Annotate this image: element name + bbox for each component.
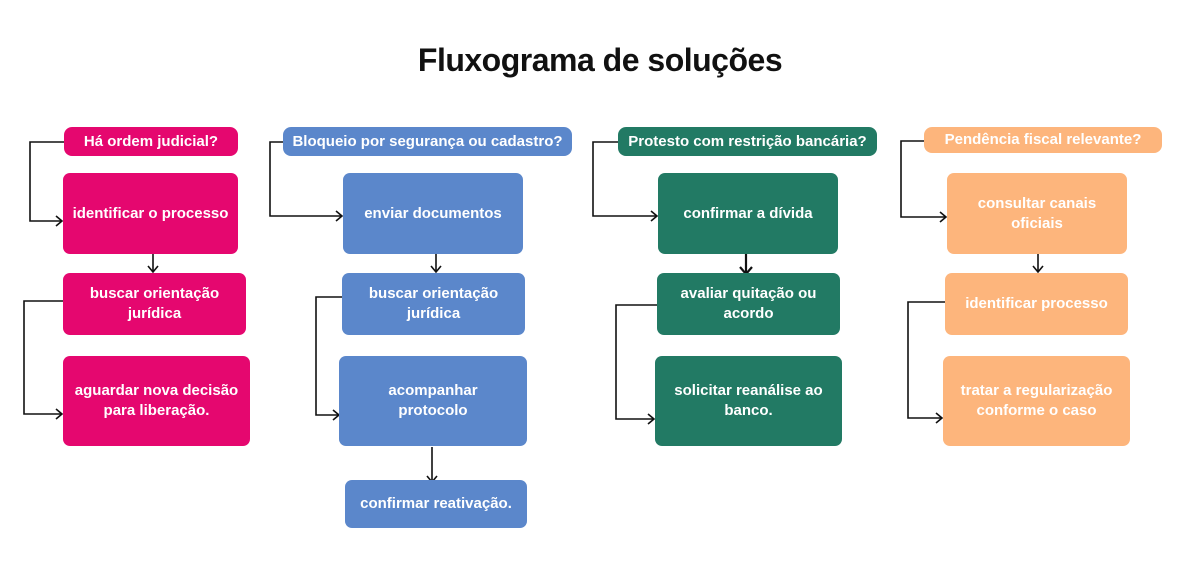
step-seek-legal-guidance[interactable]: buscar orientação jurídica (63, 273, 246, 335)
step-confirm-reactivation[interactable]: confirmar reativação. (345, 480, 527, 528)
step-confirm-debt[interactable]: confirmar a dívida (658, 173, 838, 254)
connector-step2-to-step3-c (615, 304, 657, 425)
step-follow-protocol[interactable]: acompanhar protocolo (339, 356, 527, 446)
step-handle-regularization[interactable]: tratar a regularização conforme o caso (943, 356, 1130, 446)
question-security-block[interactable]: Bloqueio por segurança ou cadastro? (283, 127, 572, 156)
connector-step1-to-step2 (147, 254, 159, 274)
step-identify-process-2[interactable]: identificar processo (945, 273, 1128, 335)
question-tax-pending[interactable]: Pendência fiscal relevante? (924, 127, 1162, 153)
connector-step2-to-step3-d (907, 301, 945, 424)
question-judicial-order[interactable]: Há ordem judicial? (64, 127, 238, 156)
connector-q1-to-step1 (29, 141, 64, 227)
step-send-documents[interactable]: enviar documentos (343, 173, 523, 254)
connector-step2-to-step3 (23, 300, 64, 420)
connector-step1-to-step2-d (1032, 254, 1044, 274)
connector-q4-to-step1 (900, 140, 948, 223)
page-title: Fluxograma de soluções (417, 42, 783, 78)
step-evaluate-settlement[interactable]: avaliar quitação ou acordo (657, 273, 840, 335)
step-await-new-decision[interactable]: aguardar nova decisão para liberação. (63, 356, 250, 446)
question-bank-protest[interactable]: Protesto com restrição bancária? (618, 127, 877, 156)
connector-step1-to-step2-c (739, 254, 753, 276)
connector-step1-to-step2-b (430, 254, 442, 274)
step-request-bank-review[interactable]: solicitar reanálise ao banco. (655, 356, 842, 446)
step-seek-legal-guidance-2[interactable]: buscar orientação jurídica (342, 273, 525, 335)
connector-step3-to-step4-b (426, 447, 438, 484)
step-consult-official-channels[interactable]: consultar canais oficiais (947, 173, 1127, 254)
step-identify-process[interactable]: identificar o processo (63, 173, 238, 254)
